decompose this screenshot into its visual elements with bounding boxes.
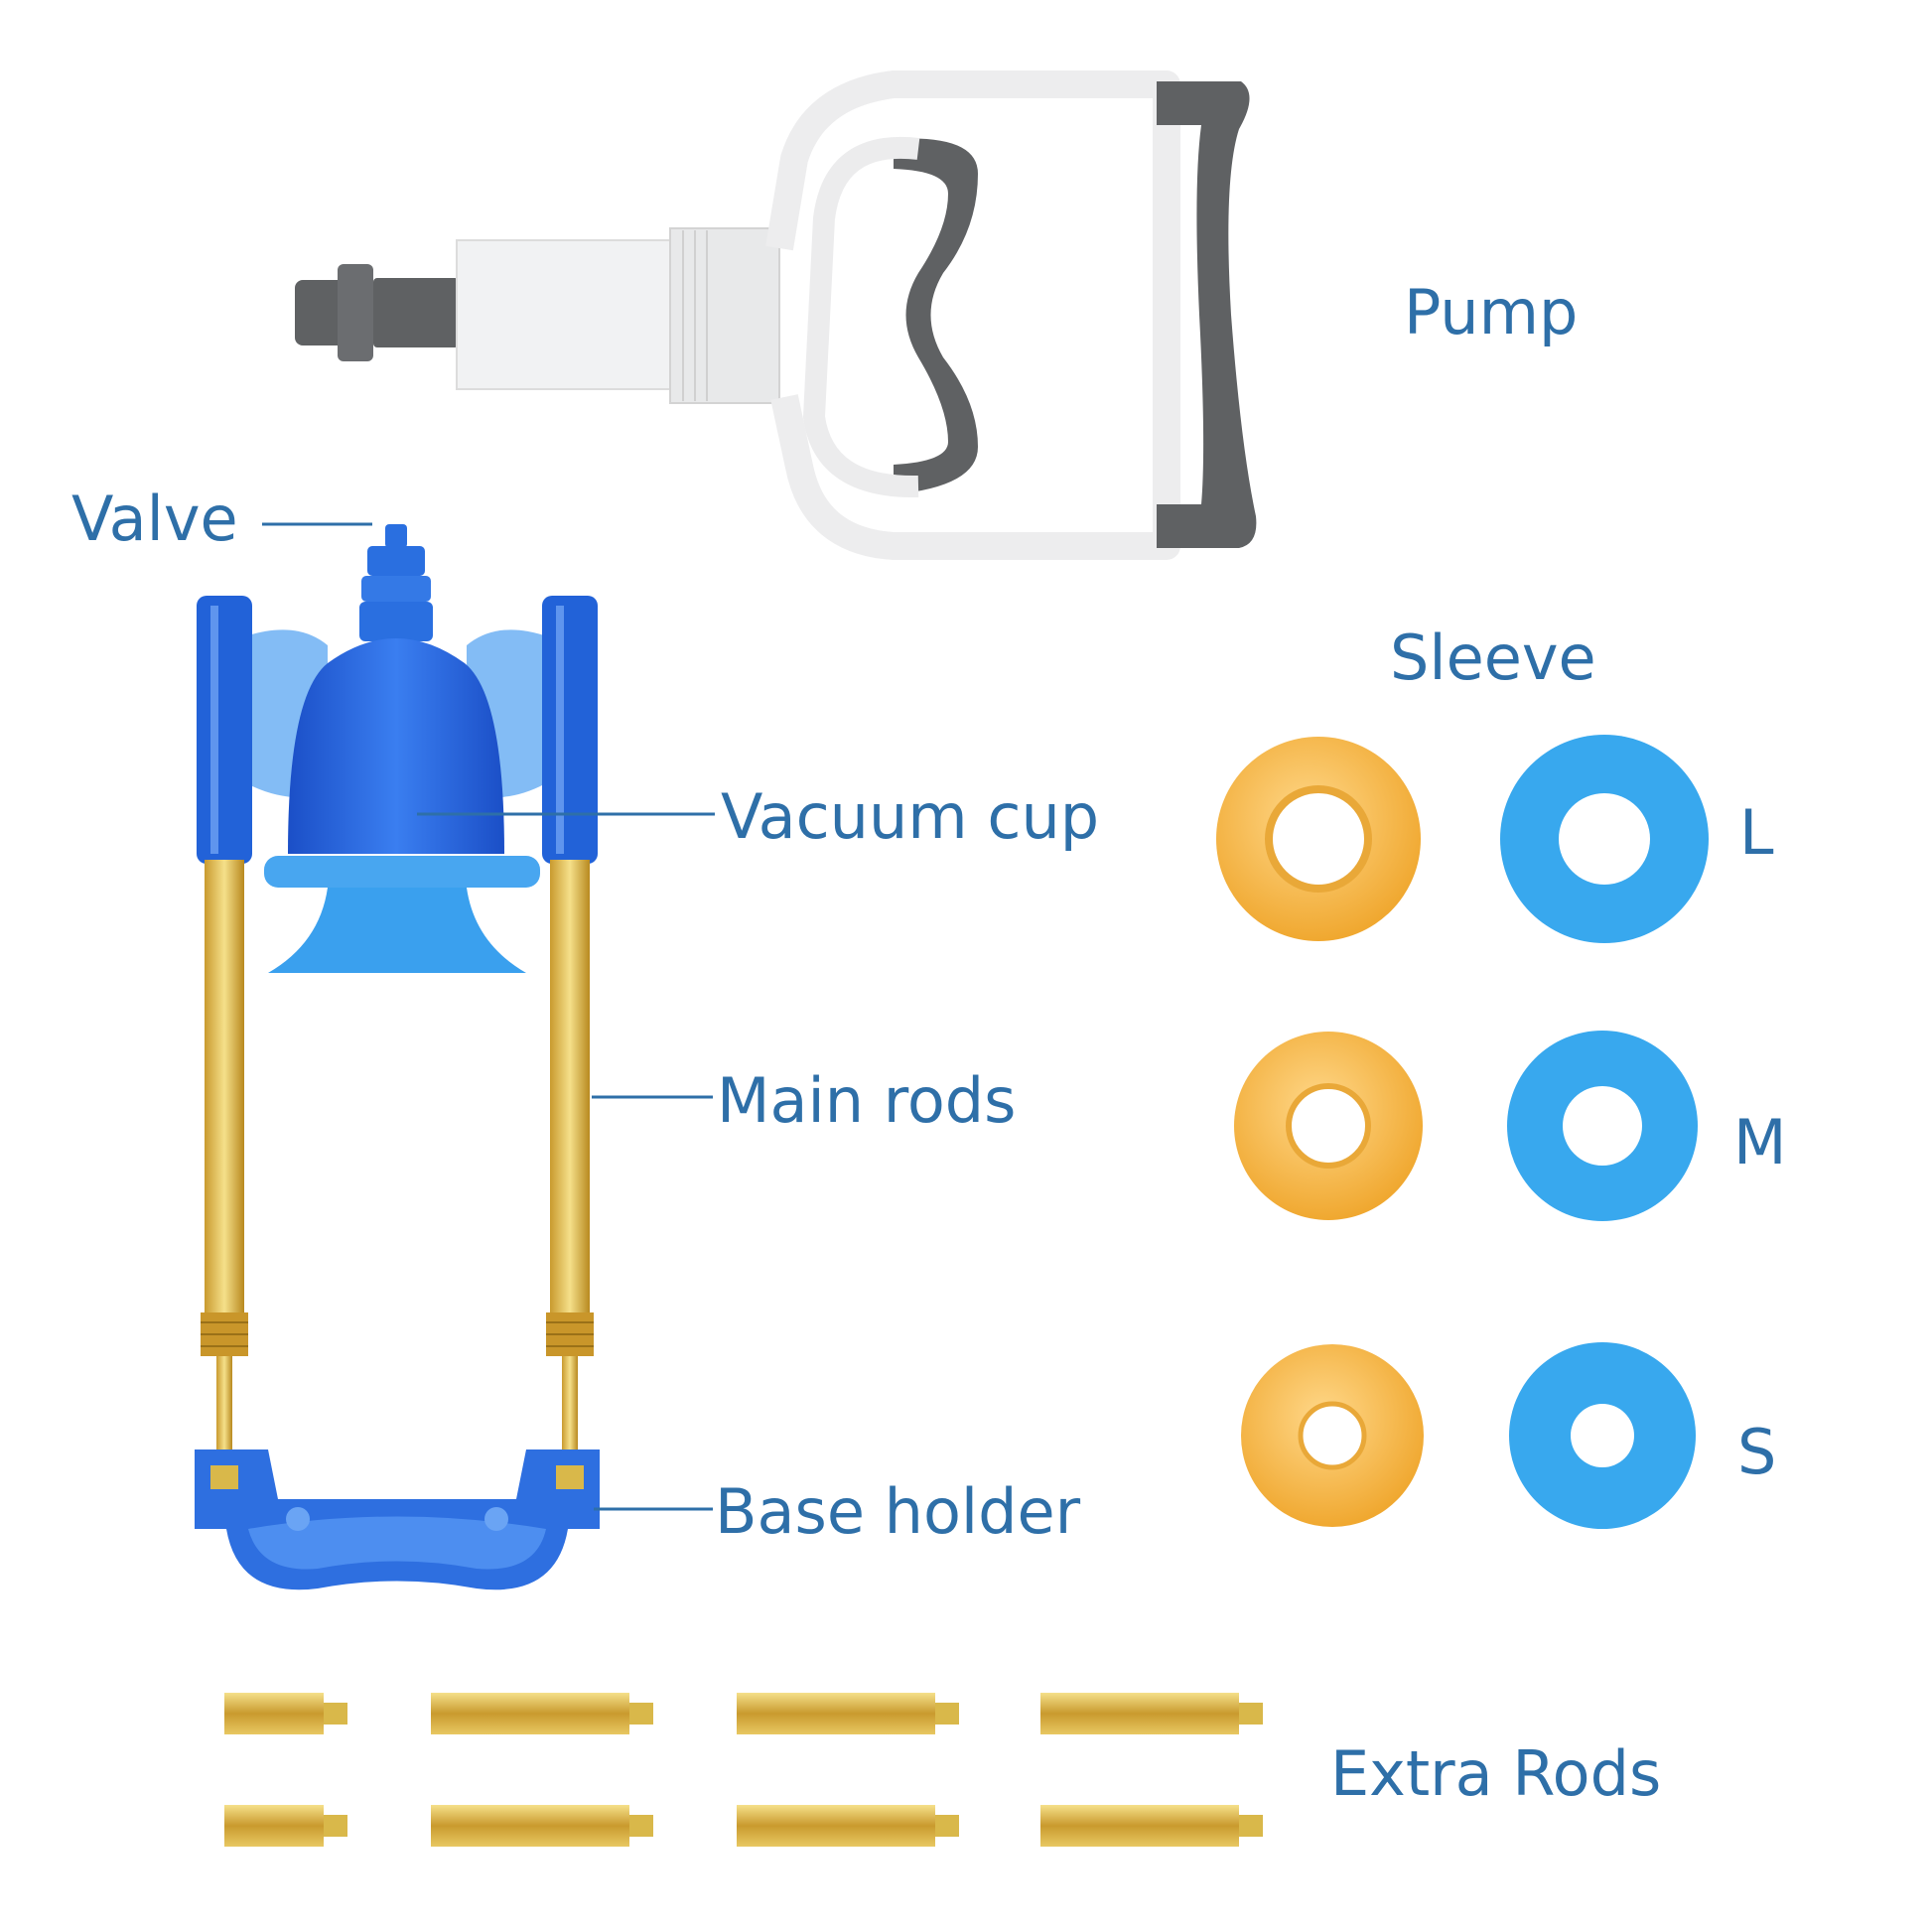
main-rods-label: Main rods: [717, 1064, 1017, 1137]
valve-label: Valve: [71, 483, 238, 555]
base-holder-label: Base holder: [715, 1475, 1081, 1548]
extra-rods-set: [224, 1693, 1263, 1847]
leader-lines: [262, 522, 715, 1511]
size-s-label: S: [1737, 1416, 1777, 1488]
sleeve-label: Sleeve: [1390, 621, 1596, 694]
sleeve-set: [1216, 735, 1709, 1529]
size-l-label: L: [1739, 796, 1774, 869]
vacuum-cup-label: Vacuum cup: [721, 780, 1100, 853]
vacuum-device-illustration: [195, 524, 600, 1590]
pump-illustration: [295, 70, 1257, 560]
size-m-label: M: [1733, 1106, 1787, 1178]
pump-label: Pump: [1404, 276, 1579, 348]
extra-rods-label: Extra Rods: [1330, 1737, 1662, 1810]
